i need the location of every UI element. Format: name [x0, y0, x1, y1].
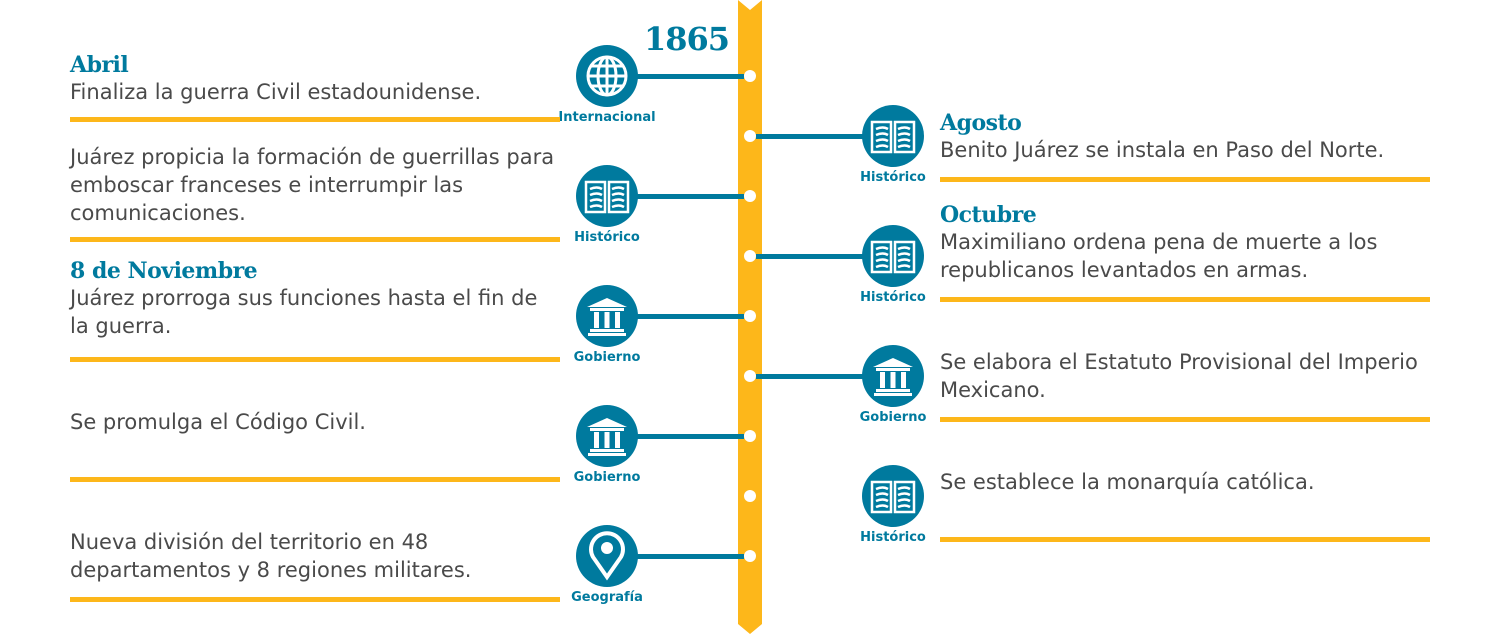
timeline-dot [744, 490, 756, 502]
event-description: Juárez propicia la formación de guerrill… [70, 145, 555, 225]
event-underline [940, 297, 1430, 302]
event-underline [70, 597, 560, 602]
event-block: Se establece la monarquía católica. [940, 468, 1430, 496]
category-label: Gobierno [573, 350, 641, 365]
event-date: Abril [70, 52, 129, 78]
connector-line [756, 134, 870, 139]
event-description: Juárez prorroga sus funciones hasta el f… [70, 286, 538, 338]
category-label: Histórico [860, 170, 926, 185]
event-block: Nueva división del territorio en 48 depa… [70, 528, 560, 584]
event-underline [70, 357, 560, 362]
event-underline [940, 177, 1430, 182]
government-building-icon [576, 285, 638, 347]
event-block: Se elabora el Estatuto Provisional del I… [940, 348, 1430, 404]
category-label: Internacional [558, 110, 656, 125]
event-description: Se elabora el Estatuto Provisional del I… [940, 350, 1418, 402]
timeline-dot [744, 310, 756, 322]
event-date: Octubre [940, 202, 1037, 228]
event-underline [940, 417, 1430, 422]
connector-line [630, 314, 744, 319]
timeline-dot [744, 550, 756, 562]
event-date: Agosto [940, 110, 1022, 136]
year-heading: 1865 [644, 20, 730, 58]
event-underline [70, 117, 560, 122]
timeline-dot [744, 430, 756, 442]
timeline-dot [744, 130, 756, 142]
connector-line [630, 554, 744, 559]
connector-line [630, 434, 744, 439]
timeline-dot [744, 250, 756, 262]
event-description: Nueva división del territorio en 48 depa… [70, 530, 472, 582]
timeline-dot [744, 190, 756, 202]
event-date: 8 de Noviembre [70, 258, 258, 284]
government-building-icon [576, 405, 638, 467]
book-icon [862, 225, 924, 287]
category-label: Gobierno [573, 470, 641, 485]
event-underline [940, 537, 1430, 542]
event-description: Benito Juárez se instala en Paso del Nor… [940, 138, 1385, 162]
event-description: Se establece la monarquía católica. [940, 470, 1315, 494]
event-description: Maximiliano ordena pena de muerte a los … [940, 230, 1378, 282]
category-label: Histórico [860, 290, 926, 305]
globe-icon [576, 45, 638, 107]
category-label: Gobierno [859, 410, 927, 425]
connector-line [756, 254, 870, 259]
book-icon [576, 165, 638, 227]
event-description: Se promulga el Código Civil. [70, 410, 366, 434]
timeline-dot [744, 370, 756, 382]
category-label: Geografía [571, 590, 643, 605]
government-building-icon [862, 345, 924, 407]
timeline-dot [744, 70, 756, 82]
book-icon [862, 465, 924, 527]
connector-line [630, 74, 744, 79]
event-block: Se promulga el Código Civil. [70, 408, 560, 436]
connector-line [756, 374, 870, 379]
category-label: Histórico [574, 230, 640, 245]
event-block: Juárez propicia la formación de guerrill… [70, 143, 560, 227]
map-pin-icon [576, 525, 638, 587]
book-icon [862, 105, 924, 167]
category-label: Histórico [860, 530, 926, 545]
connector-line [630, 194, 744, 199]
event-underline [70, 237, 560, 242]
event-underline [70, 477, 560, 482]
event-description: Finaliza la guerra Civil estadounidense. [70, 80, 482, 104]
